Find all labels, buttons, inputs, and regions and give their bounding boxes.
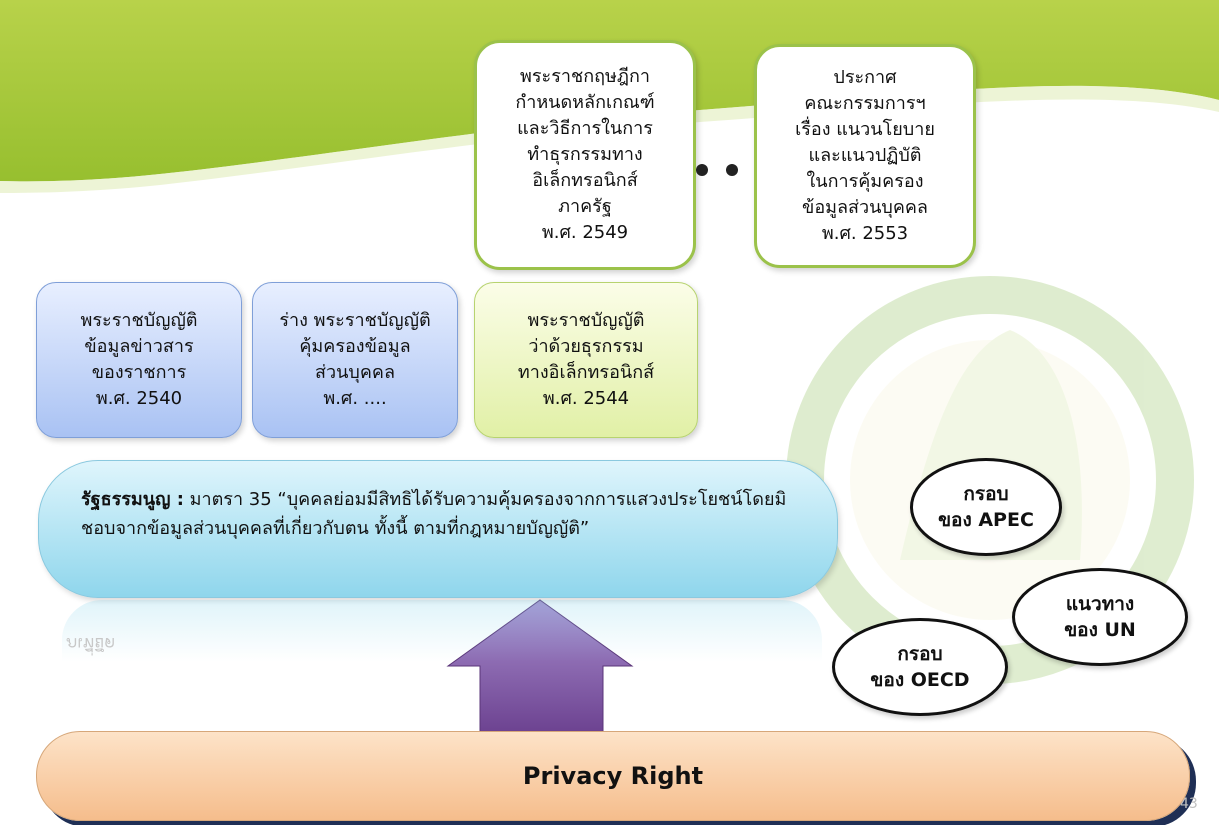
apec-framework-text: กรอบ ของ APEC	[938, 483, 1034, 531]
personal-data-draft-act-box: ร่าง พระราชบัญญัติ คุ้มครองข้อมูล ส่วนบุ…	[252, 282, 458, 438]
constitution-label: รัฐธรรมนูญ :	[81, 489, 184, 510]
e-transactions-act-box: พระราชบัญญัติ ว่าด้วยธุรกรรม ทางอิเล็กทร…	[474, 282, 698, 438]
oecd-framework-oval: กรอบ ของ OECD	[832, 618, 1008, 716]
constitution-banner: รัฐธรรมนูญ : มาตรา 35 “บุคคลย่อมมีสิทธิไ…	[38, 460, 838, 598]
privacy-right-label: Privacy Right	[522, 762, 704, 790]
oecd-framework-text: กรอบ ของ OECD	[870, 643, 970, 691]
header-band-highlight	[0, 85, 1219, 193]
decree-box: พระราชกฤษฎีกา กำหนดหลักเกณฑ์ และวิธีการใ…	[474, 40, 696, 270]
constitution-reflection	[62, 600, 822, 662]
page-number: 43	[1180, 796, 1198, 812]
announcement-box: ประกาศ คณะกรรมการฯ เรื่อง แนวนโยบาย และแ…	[754, 44, 976, 268]
official-info-act-box: พระราชบัญญัติ ข้อมูลข่าวสาร ของราชการ พ.…	[36, 282, 242, 438]
personal-data-draft-act-text: ร่าง พระราชบัญญัติ คุ้มครองข้อมูล ส่วนบุ…	[279, 310, 431, 409]
un-guidelines-oval: แนวทาง ของ UN	[1012, 568, 1188, 666]
e-transactions-act-text: พระราชบัญญัติ ว่าด้วยธุรกรรม ทางอิเล็กทร…	[517, 310, 655, 409]
apec-framework-oval: กรอบ ของ APEC	[910, 458, 1062, 556]
decree-text: พระราชกฤษฎีกา กำหนดหลักเกณฑ์ และวิธีการใ…	[515, 66, 655, 243]
official-info-act-text: พระราชบัญญัติ ข้อมูลข่าวสาร ของราชการ พ.…	[80, 310, 198, 409]
privacy-right-base: Privacy Right	[36, 731, 1190, 821]
constitution-reflection-text: ภเที่ยึด	[66, 633, 116, 653]
constitution-text: มาตรา 35 “บุคคลย่อมมีสิทธิได้รับความคุ้ม…	[81, 489, 787, 539]
announcement-text: ประกาศ คณะกรรมการฯ เรื่อง แนวนโยบาย และแ…	[795, 67, 935, 244]
un-guidelines-text: แนวทาง ของ UN	[1064, 593, 1136, 641]
